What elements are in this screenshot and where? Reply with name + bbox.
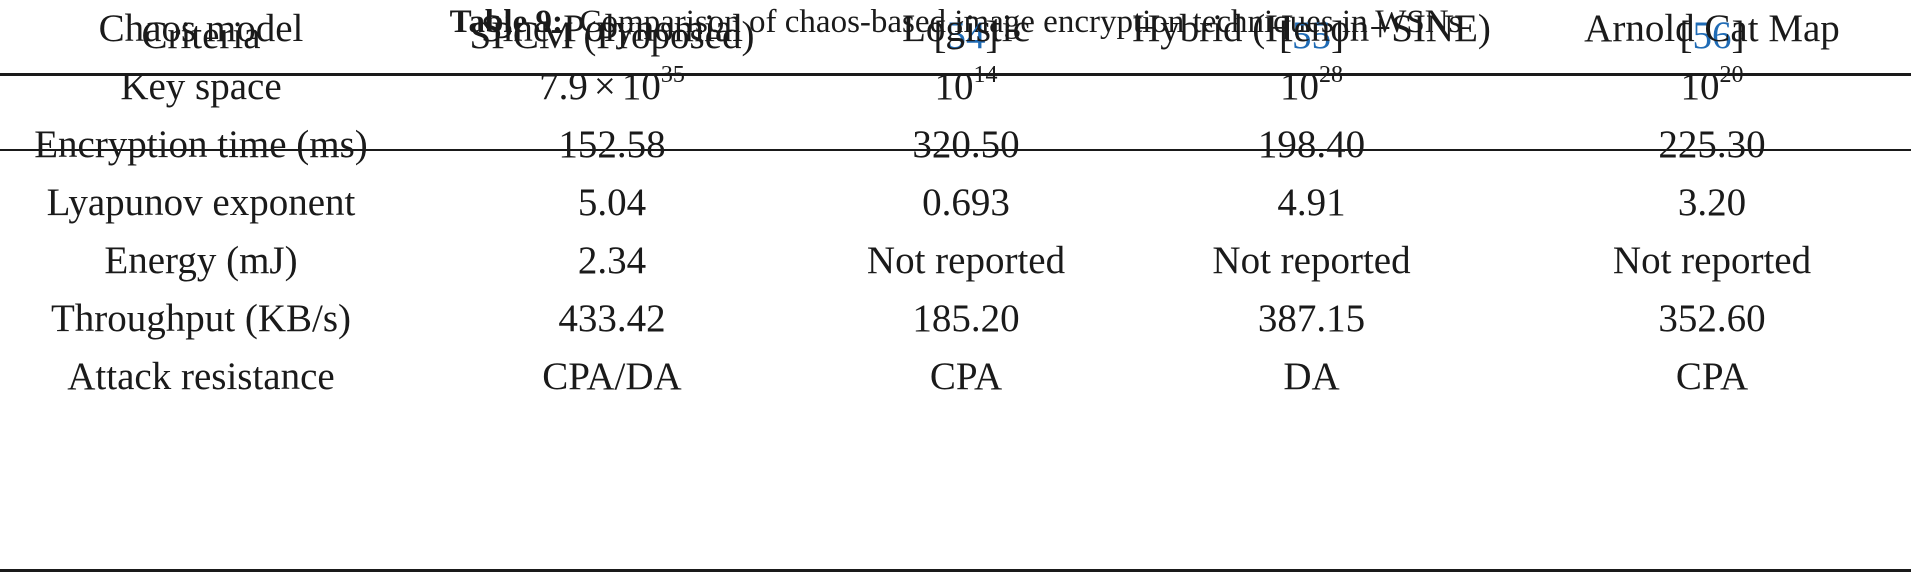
ref-bracket-close: ] (1731, 13, 1745, 57)
caption-text: Comparison of chaos-based image encrypti… (579, 4, 1462, 40)
reference-link[interactable]: 55 (1292, 13, 1331, 57)
ref-bracket-close: ] (985, 13, 999, 57)
table-cell: CPA (929, 355, 1003, 398)
row-criterion: Throughput (KB/s) (50, 297, 352, 340)
table-cell: 352.60 (1658, 297, 1766, 340)
table-cell: 225.30 (1658, 123, 1766, 166)
table-cell: Arnold Cat Map (1584, 7, 1840, 50)
key-mantissa: 7.9 (539, 65, 588, 108)
table-row: Chaos model Sine-Polynomial Logistic Hyb… (0, 0, 1911, 58)
table-cell: 2.34 (577, 239, 647, 282)
table-row: Attack resistance CPA/DA CPA DA CPA (0, 348, 1911, 406)
key-base: 10 (1680, 65, 1720, 108)
table-row: Throughput (KB/s) 433.42 185.20 387.15 3… (0, 290, 1911, 348)
ref-bracket-close: ] (1331, 13, 1344, 57)
row-criterion: Encryption time (ms) (34, 123, 368, 166)
key-exponent: 28 (1319, 62, 1343, 88)
table-cell: 5.04 (577, 181, 647, 224)
table-cell: Not reported (1612, 239, 1812, 282)
row-criterion: Energy (mJ) (104, 239, 298, 282)
caption-label: Table 9: (449, 4, 563, 40)
header-row: Criteria SPCM (Proposed) [54] [55] [56] (0, 0, 1911, 70)
table-cell: DA (1283, 355, 1340, 398)
key-exponent: 14 (973, 62, 998, 88)
table-body: Chaos model Sine-Polynomial Logistic Hyb… (0, 0, 1911, 406)
row-criterion: Key space (120, 65, 282, 108)
table-row: Key space 7.9×1035 1014 1028 1020 (0, 58, 1911, 116)
ref-bracket-open: [ (933, 13, 947, 57)
table-cell: 3.20 (1677, 181, 1747, 224)
key-base: 10 (1280, 65, 1319, 108)
table-cell: 185.20 (912, 297, 1020, 340)
table-cell: 387.15 (1257, 297, 1366, 340)
table-cell: 433.42 (558, 297, 666, 340)
table-cell: 320.50 (912, 123, 1020, 166)
row-criterion: Attack resistance (67, 355, 335, 398)
key-exponent: 35 (660, 62, 685, 88)
table-cell: CPA/DA (542, 355, 682, 398)
header-ref-55[interactable]: [55] (1110, 0, 1513, 70)
key-exponent: 20 (1719, 62, 1744, 88)
table-cell: 1028 (1110, 58, 1513, 116)
reference-link[interactable]: 54 (946, 13, 986, 57)
table-cell: Logistic (902, 7, 1030, 50)
row-criterion: Chaos model (98, 7, 304, 50)
table-cell: Sine-Polynomial (480, 7, 744, 50)
table-cell: 1014 (822, 58, 1110, 116)
header-rule (0, 149, 1911, 151)
table-cell: CPA (1675, 355, 1749, 398)
header-criteria: Criteria (141, 13, 261, 57)
table-row: Lyapunov exponent 5.04 0.693 4.91 3.20 (0, 174, 1911, 232)
header-ref-54[interactable]: [54] (822, 0, 1110, 70)
ref-bracket-open: [ (1279, 13, 1292, 57)
header-ref-56[interactable]: [56] (1513, 0, 1911, 70)
key-base: 10 (934, 65, 974, 108)
bottom-rule (0, 569, 1911, 572)
table-cell: Not reported (866, 239, 1066, 282)
times-sign: × (593, 65, 616, 108)
ref-bracket-open: [ (1679, 13, 1693, 57)
table-cell: Not reported (1212, 239, 1411, 282)
table-cell: 0.693 (922, 181, 1010, 224)
table-header: Criteria SPCM (Proposed) [54] [55] [56] (0, 0, 1911, 70)
table-row: Energy (mJ) 2.34 Not reported Not report… (0, 232, 1911, 290)
table-cell: 4.91 (1277, 181, 1346, 224)
key-base: 10 (621, 65, 661, 108)
reference-link[interactable]: 56 (1692, 13, 1732, 57)
row-criterion: Lyapunov exponent (46, 181, 356, 224)
table-cell: 7.9×1035 (402, 58, 822, 116)
header-proposed: SPCM (Proposed) (469, 13, 755, 57)
table-cell: 198.40 (1257, 123, 1366, 166)
table-cell: 1020 (1513, 58, 1911, 116)
table-cell: 152.58 (558, 123, 666, 166)
top-rule (0, 73, 1911, 76)
table-cell: Hybrid (Henon+SINE) (1132, 7, 1491, 50)
table-caption: Table 9: Comparison of chaos-based image… (0, 0, 1911, 52)
table-row: Encryption time (ms) 152.58 320.50 198.4… (0, 116, 1911, 174)
